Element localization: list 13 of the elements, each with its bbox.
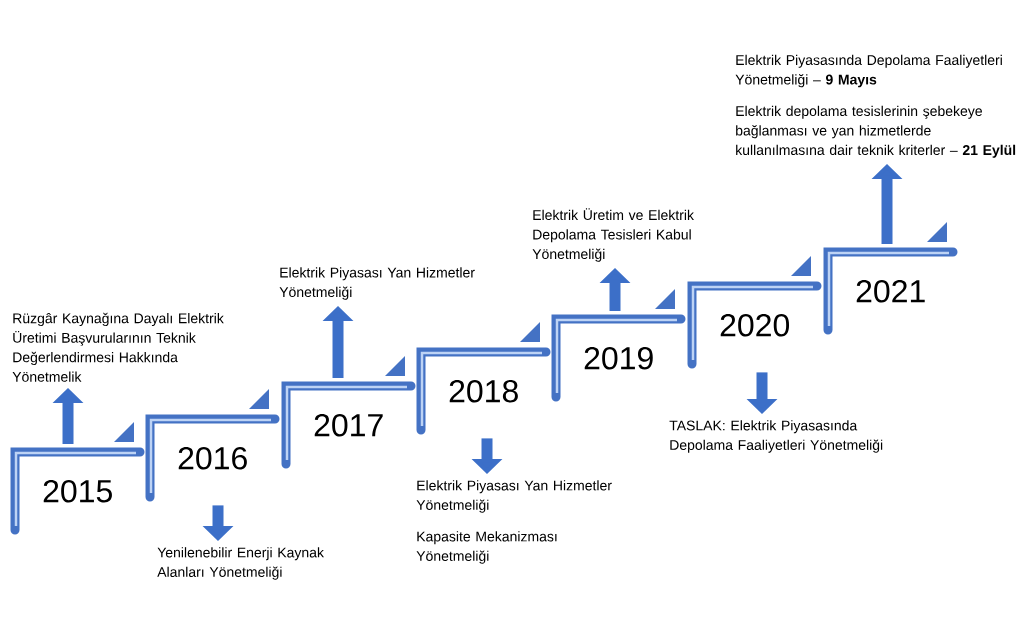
node-label: 2016 — [178, 446, 247, 470]
regulation-text: TASLAK: Elektrik Piyasasında Depolama Faaliyetleri Yönetmeliği — [669, 420, 883, 453]
node-label: 2019 — [584, 346, 653, 370]
regulation-text: Rüzgâr Kaynağına Dayalı Elektrik Üretimi Başvurularının Teknik Değerlendirmesi Hakkında Yönetmelik — [12, 312, 224, 382]
node-label: 2021 — [856, 279, 925, 303]
node-label: 2018 — [449, 379, 518, 403]
regulation-text: Elektrik Piyasasında Depolama Faaliyetleri Yönetmeliği – 9 Mayıs Elektrik depolama tesislerinin şebekeye bağlanması ve yan hizmetlerde kullanılmasına dair teknik kriterler – 21 Eylül — [735, 54, 1016, 158]
regulation-text: Yenilenebilir Enerji Kaynak Alanları Yönetmeliği — [157, 547, 324, 580]
node-label: 2020 — [720, 313, 790, 337]
node-label: 2015 — [43, 479, 112, 503]
regulation-text: Elektrik Piyasası Yan Hizmetler Yönetmeliği — [279, 267, 475, 300]
regulation-text: Elektrik Piyasası Yan Hizmetler Yönetmeliği Kapasite Mekanizması Yönetmeliği — [416, 480, 612, 564]
node-label: 2017 — [314, 413, 383, 437]
